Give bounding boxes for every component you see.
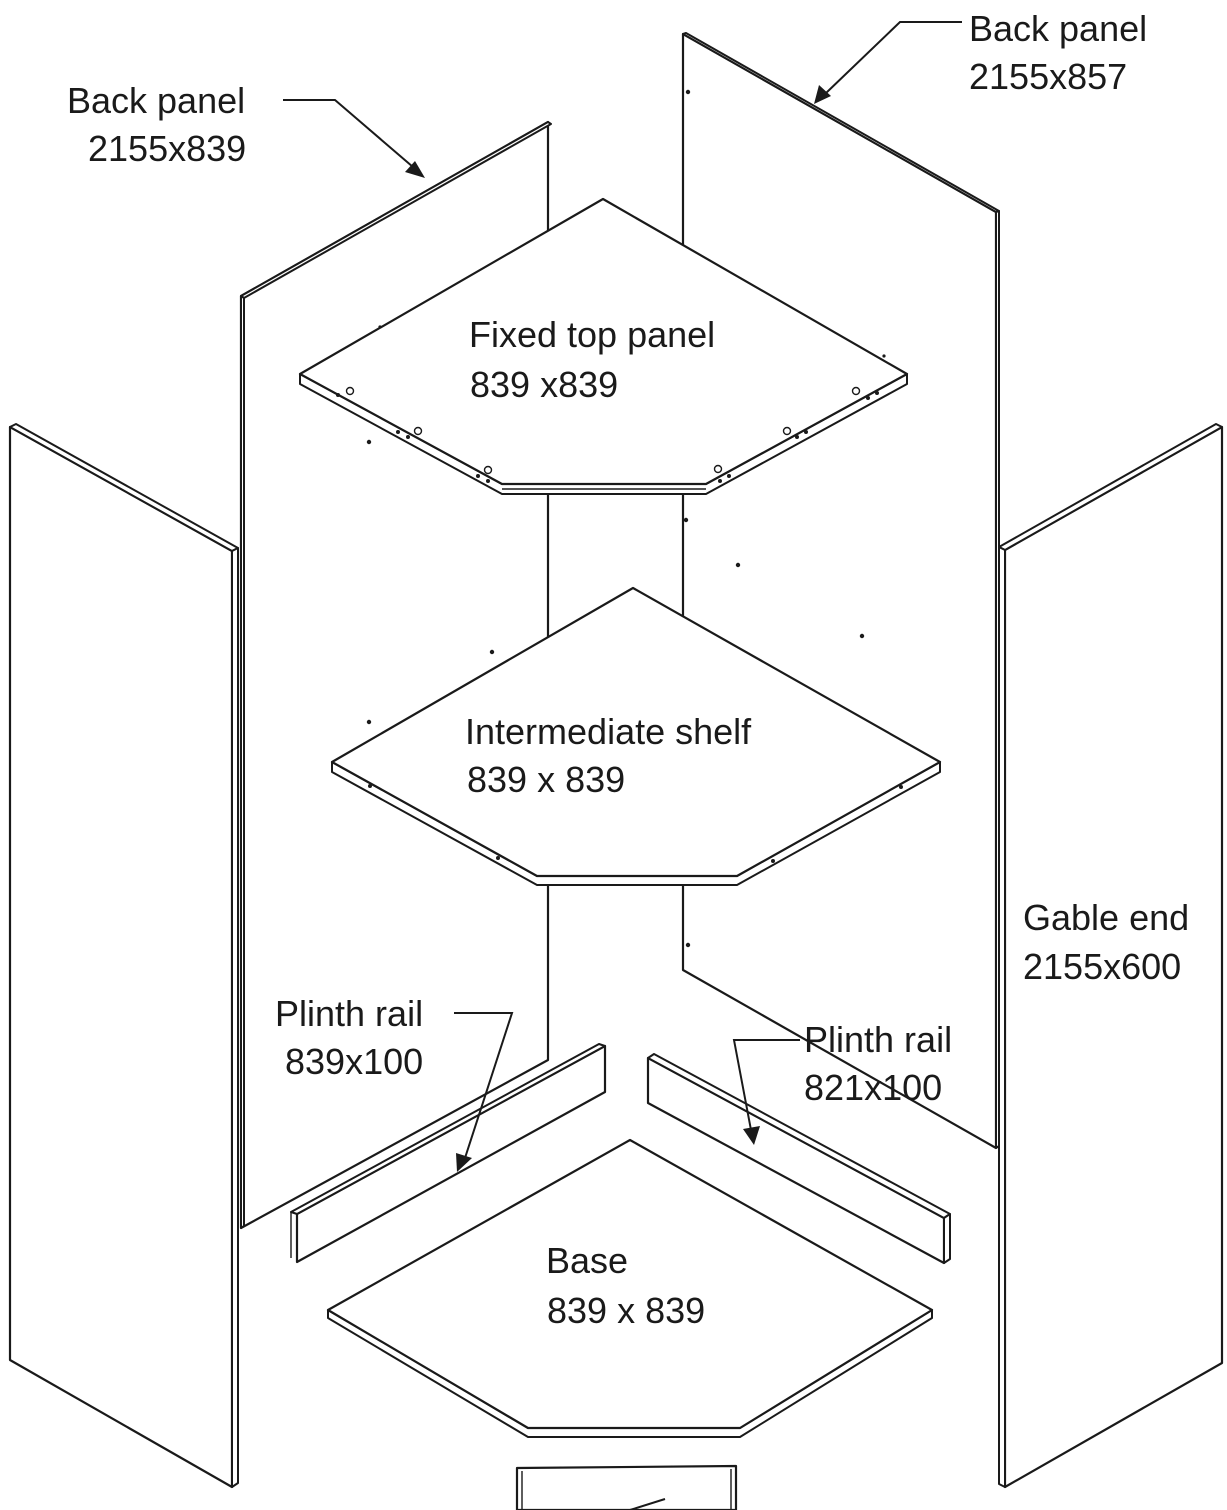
leader-back-panel-right xyxy=(814,21,962,104)
fixed-top-panel-name: Fixed top panel xyxy=(469,314,715,355)
back-panel-right xyxy=(681,32,1000,1150)
gable-end-size: 2155x600 xyxy=(1023,946,1181,987)
intermediate-shelf-name: Intermediate shelf xyxy=(465,711,752,752)
fixed-top-panel xyxy=(298,197,909,495)
back-panel-left-size: 2155x839 xyxy=(88,128,246,169)
leader-plinth-rail-right xyxy=(732,1039,800,1145)
base-panel xyxy=(326,1138,934,1438)
plinth-rail-right xyxy=(646,1053,951,1265)
plinth-rail-right-name: Plinth rail xyxy=(804,1019,952,1060)
fixed-top-panel-size: 839 x839 xyxy=(470,364,618,405)
leader-back-panel-left xyxy=(283,99,425,178)
gable-end-name: Gable end xyxy=(1023,897,1189,938)
base-size: 839 x 839 xyxy=(547,1290,705,1331)
intermediate-shelf-size: 839 x 839 xyxy=(467,759,625,800)
plinth-rail-left xyxy=(290,1043,607,1264)
gable-end-left xyxy=(8,423,239,1489)
leader-plinth-rail-left xyxy=(454,1012,514,1172)
plinth-rail-right-size: 821x100 xyxy=(804,1067,942,1108)
back-panel-right-name: Back panel xyxy=(969,8,1147,49)
front-plinth xyxy=(515,1464,738,1510)
plinth-rail-left-size: 839x100 xyxy=(285,1041,423,1082)
back-panel-right-size: 2155x857 xyxy=(969,56,1127,97)
plinth-rail-left-name: Plinth rail xyxy=(275,993,423,1034)
gable-end-right xyxy=(998,423,1224,1489)
base-name: Base xyxy=(546,1240,628,1281)
intermediate-shelf xyxy=(330,586,942,886)
back-panel-left-name: Back panel xyxy=(67,80,245,121)
